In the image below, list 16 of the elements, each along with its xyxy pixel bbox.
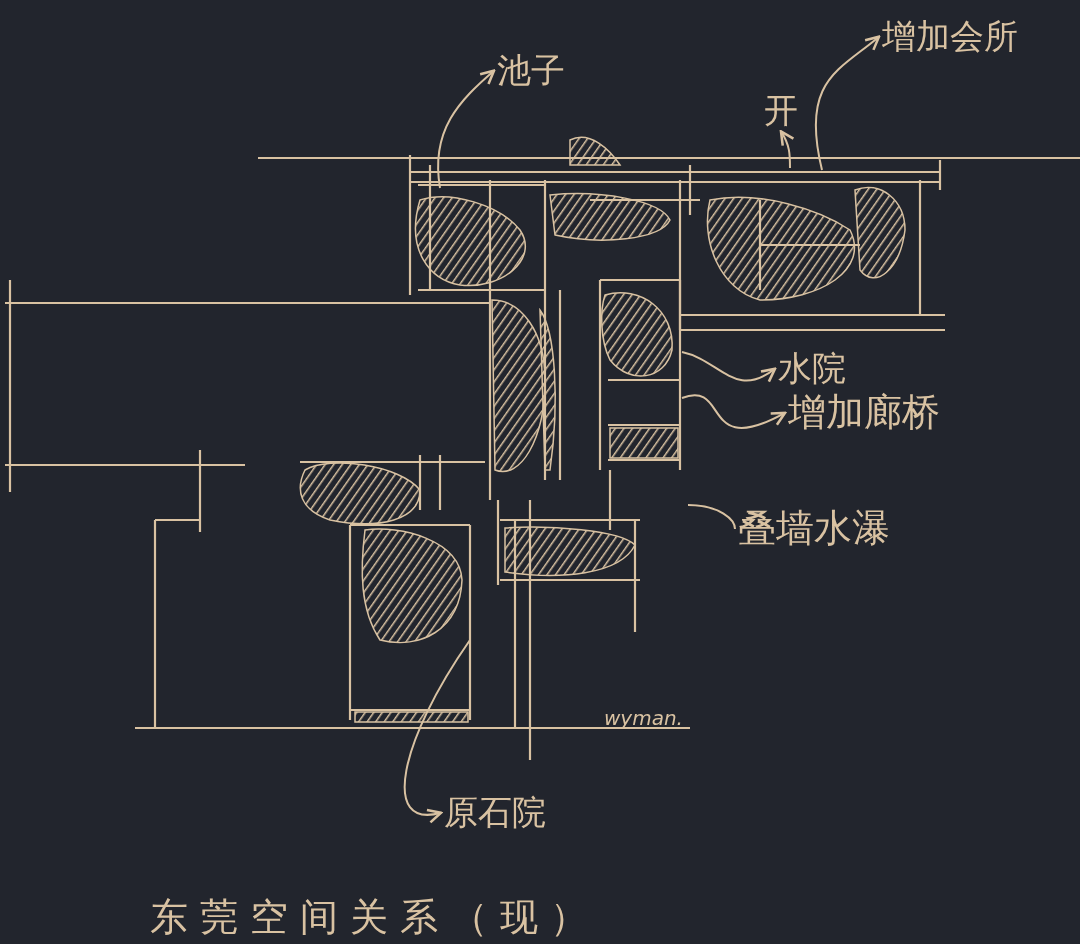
title: 东莞空间关系（现） xyxy=(150,894,600,941)
leader-arrow xyxy=(814,35,881,171)
handwritten-label: 增加会所 xyxy=(882,16,1018,56)
handwritten-label: 增加廊桥 xyxy=(788,390,940,434)
leader-line xyxy=(687,504,736,530)
handwritten-label: 原石院 xyxy=(444,792,546,832)
handwritten-label: 水院 xyxy=(778,348,846,388)
leader-arrow xyxy=(681,394,787,429)
leader-arrow xyxy=(403,639,471,823)
leader-arrow xyxy=(779,130,795,169)
handwritten-label: 池子 xyxy=(497,50,565,90)
handwritten-label: 叠墙水瀑 xyxy=(738,506,890,550)
signature: wyman. xyxy=(604,706,683,730)
leader-arrow xyxy=(437,69,496,189)
handwritten-label: 开 xyxy=(764,90,798,130)
leader-arrow xyxy=(681,351,777,383)
